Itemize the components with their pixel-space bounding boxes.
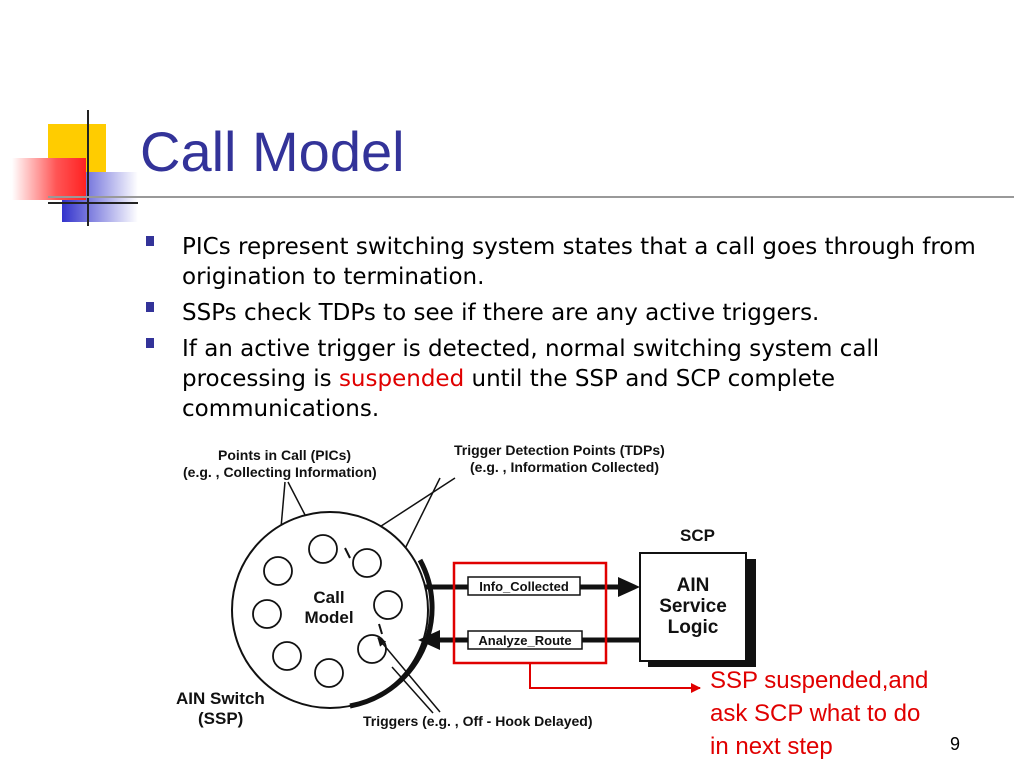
trigger-leader-line [391, 666, 434, 714]
ssp-circle-shadow [349, 558, 435, 709]
scp-box [639, 552, 747, 662]
slide-title: Call Model [140, 120, 405, 183]
pic-circle [373, 590, 403, 620]
highlight-box [452, 561, 608, 665]
info-collected-label: Info_Collected [479, 579, 569, 594]
pics-label-line1: Points in Call (PICs) [218, 447, 351, 463]
pic-circle [263, 556, 293, 586]
deco-red-square [12, 158, 86, 200]
bullet-text-after: until the SSP and SCP complete communica… [182, 366, 836, 422]
ain-switch-label-line1: AIN Switch [176, 689, 265, 708]
bullet-item: PICs represent switching system states t… [144, 232, 1006, 292]
pic-circle [352, 548, 382, 578]
pic-circle [252, 599, 282, 629]
tdp-tick [378, 623, 383, 635]
annotation-text: SSP suspended,and ask SCP what to do in … [710, 664, 928, 763]
pic-circle [357, 634, 387, 664]
tdps-label-line1: Trigger Detection Points (TDPs) [454, 442, 665, 458]
analyze-route-box [467, 630, 583, 650]
message-arrow-to-ssp-head [418, 630, 440, 650]
bullet-text: SSPs check TDPs to see if there are any … [182, 300, 820, 326]
page-number: 9 [950, 734, 961, 754]
tdp-tick [344, 547, 351, 559]
pics-label-line2: (e.g. , Collecting Information) [183, 464, 377, 480]
scp-box-line1: AIN [677, 575, 710, 596]
tdps-label-line2: (e.g. , Information Collected) [470, 459, 659, 475]
pic-circle [308, 534, 338, 564]
bullet-text: PICs represent switching system states t… [182, 234, 976, 290]
annotation-line: in next step [710, 733, 833, 760]
scp-box-line2: Service [659, 596, 727, 617]
scp-label: SCP [680, 526, 715, 545]
trigger-leader-line [377, 637, 441, 713]
scp-box-line3: Logic [668, 617, 719, 638]
bullet-marker-icon [146, 236, 154, 246]
bullet-item: If an active trigger is detected, normal… [144, 334, 1006, 424]
triggers-label: Triggers (e.g. , Off - Hook Delayed) [363, 713, 592, 729]
analyze-route-label: Analyze_Route [478, 633, 571, 648]
annotation-line: SSP suspended,and [710, 667, 929, 694]
pic-circle [272, 641, 302, 671]
bullet-marker-icon [146, 302, 154, 312]
title-divider [48, 196, 1014, 198]
annotation-connector [529, 664, 701, 693]
annotation-line: ask SCP what to do [710, 700, 921, 727]
info-collected-box [467, 576, 581, 596]
bullet-text-before: If an active trigger is detected, normal… [182, 336, 880, 392]
message-arrow-to-scp-head [618, 577, 640, 597]
bullet-list: PICs represent switching system states t… [144, 232, 1006, 430]
bullet-item: SSPs check TDPs to see if there are any … [144, 298, 1006, 328]
call-model-label-line1: Call [313, 588, 344, 607]
ain-switch-label-line2: (SSP) [198, 709, 243, 728]
call-model-label-line2: Model [304, 608, 353, 627]
pic-circle [314, 658, 344, 688]
bullet-marker-icon [146, 338, 154, 348]
bullet-highlight-suspended: suspended [338, 366, 465, 392]
